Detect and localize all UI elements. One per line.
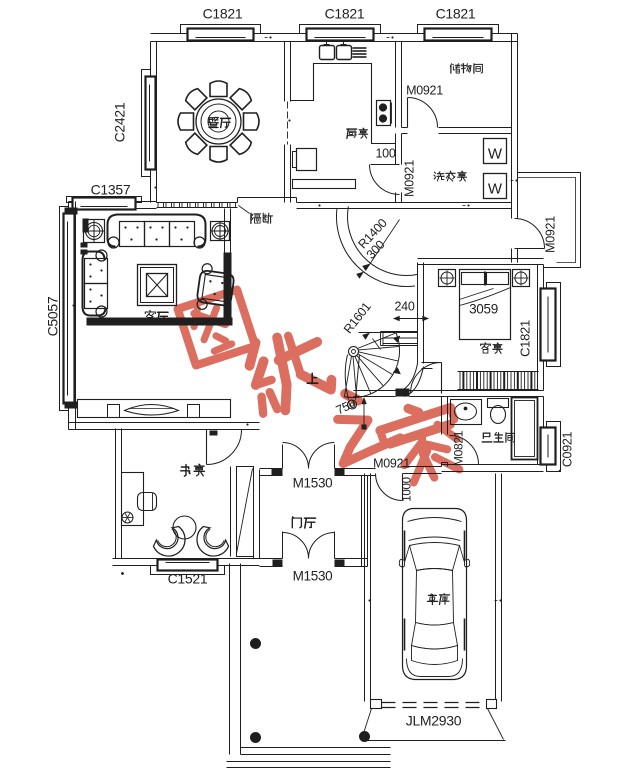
svg-text:1000: 1000 <box>402 477 414 501</box>
svg-text:C1357: C1357 <box>91 182 131 198</box>
svg-text:C1821: C1821 <box>518 320 533 357</box>
svg-text:C5057: C5057 <box>45 296 61 336</box>
svg-text:M1530: M1530 <box>293 569 333 584</box>
svg-text:C1821: C1821 <box>203 6 243 22</box>
svg-text:M0821: M0821 <box>452 430 466 466</box>
svg-text:3059: 3059 <box>469 302 498 317</box>
svg-text:M0921: M0921 <box>406 84 443 98</box>
svg-text:C1821: C1821 <box>436 6 476 22</box>
svg-text:240: 240 <box>395 300 415 314</box>
svg-text:M0921: M0921 <box>544 216 558 253</box>
svg-text:C1821: C1821 <box>325 6 365 22</box>
svg-text:JLM2930: JLM2930 <box>406 713 462 729</box>
svg-text:C2421: C2421 <box>112 102 128 142</box>
svg-text:M0921: M0921 <box>403 160 417 197</box>
svg-text:C1521: C1521 <box>168 571 208 587</box>
svg-text:C0921: C0921 <box>561 431 575 467</box>
svg-text:M1530: M1530 <box>293 476 333 491</box>
svg-text:W: W <box>488 181 503 198</box>
svg-text:100: 100 <box>376 147 396 161</box>
svg-text:M0921: M0921 <box>373 457 410 471</box>
svg-text:W: W <box>488 146 503 163</box>
